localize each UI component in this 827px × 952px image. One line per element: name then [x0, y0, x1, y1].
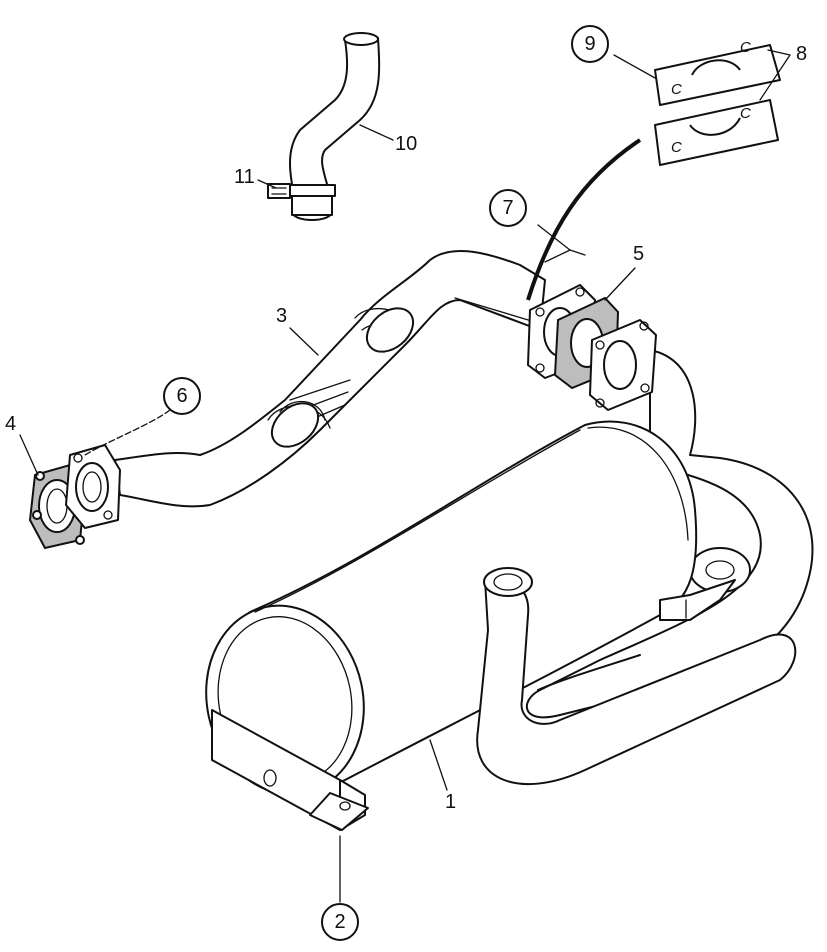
- outlet-flange: [589, 319, 657, 411]
- mount-bracket-front: [211, 709, 369, 831]
- callout-label-5: 5: [633, 243, 644, 265]
- callout-label-3: 3: [276, 305, 287, 327]
- outlet-pipe-u: [476, 567, 797, 785]
- hose-clamp-11: [267, 183, 336, 199]
- clip-mark: C: [740, 39, 751, 56]
- flange-6: [65, 444, 121, 529]
- callout-8: 8: [796, 43, 807, 65]
- callout-label-1: 1: [445, 791, 456, 813]
- callout-label-9: 9: [584, 33, 595, 55]
- strap: [526, 138, 642, 301]
- tailpipe: [267, 32, 381, 221]
- callout-label-11: 11: [234, 166, 255, 188]
- callout-label-10: 10: [395, 133, 417, 155]
- clip-mark: C: [671, 81, 682, 98]
- leader-lines: [19, 49, 791, 903]
- callout-bubble-2: 2: [321, 903, 359, 941]
- callout-bubble-7: 7: [489, 189, 527, 227]
- callout-label-8: 8: [796, 43, 807, 65]
- callout-label-4: 4: [5, 413, 16, 435]
- clip-mark: C: [671, 139, 682, 156]
- mount-bracket-rear: [659, 579, 736, 621]
- callout-11: 11: [234, 166, 255, 188]
- clamp-half-upper: [654, 44, 781, 106]
- callout-label-7: 7: [502, 197, 513, 219]
- callout-bubble-9: 9: [571, 25, 609, 63]
- callout-3: 3: [276, 305, 287, 327]
- callout-5: 5: [633, 243, 644, 265]
- callout-bubble-6: 6: [163, 377, 201, 415]
- callout-10: 10: [395, 133, 417, 155]
- callout-label-6: 6: [176, 385, 187, 407]
- callout-label-2: 2: [334, 911, 345, 933]
- callout-4: 4: [5, 413, 16, 435]
- callout-1: 1: [445, 791, 456, 813]
- clip-mark: C: [740, 105, 751, 122]
- clamp-half-lower: [654, 99, 779, 166]
- front-pipe: [114, 249, 546, 508]
- flex-section: [267, 307, 415, 448]
